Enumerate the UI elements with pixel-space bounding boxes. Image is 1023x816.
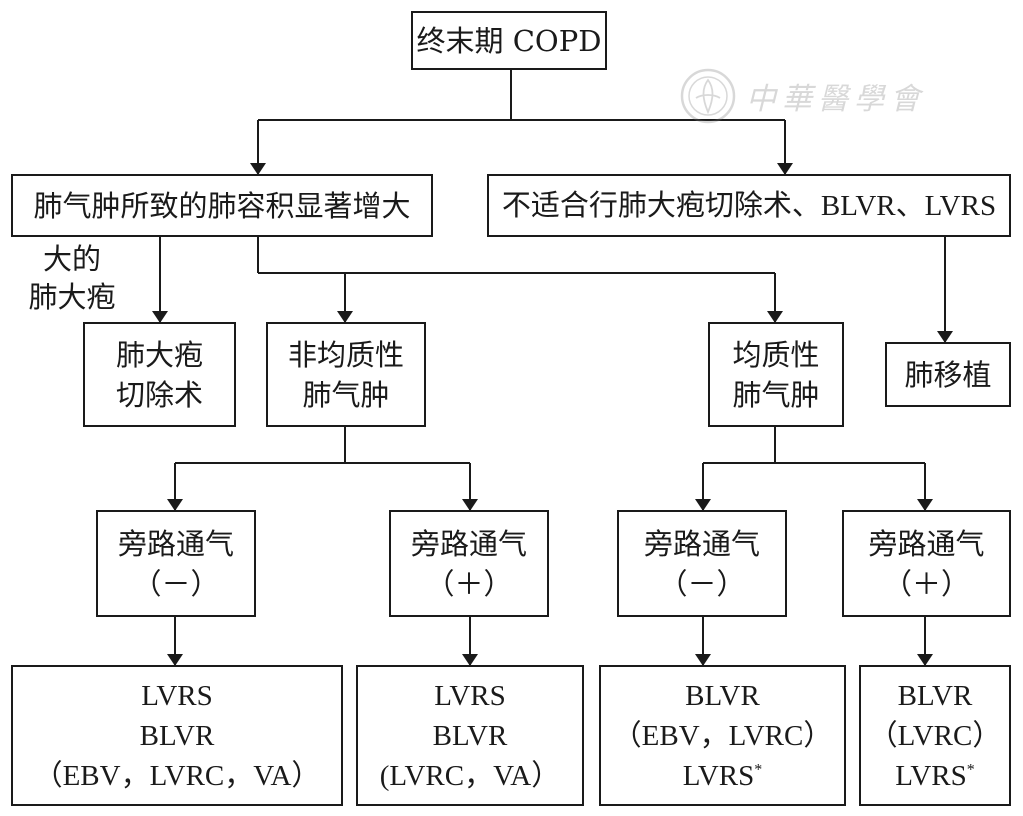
node-treat-4-line-2: （LVRC） [868,719,1002,752]
node-cv-pos-1-line-2: （＋） [425,566,513,601]
watermark-text: 中華醫學會 [746,82,926,117]
node-cv-neg-2-line-2: （－） [658,566,746,601]
edge-label-large-bulla: 大的 肺大疱 [22,240,122,316]
footnote-mark-3: * [754,760,763,778]
node-lung-volume-increase-text: 肺气肿所致的肺容积显著增大 [33,188,411,223]
node-cv-neg-1-line-1: 旁路通气 [117,526,234,561]
node-treatment-4: BLVR （LVRC） LVRS* [859,665,1011,806]
node-treat-3-line-2: （EBV，LVRC） [612,719,833,752]
node-treat-3-line-1: BLVR [685,679,760,712]
node-treat-1-line-2: BLVR [139,719,215,752]
node-collateral-ventilation-neg-2: 旁路通气 （－） [617,510,787,617]
node-treat-3-lvrs: LVRS [682,759,755,792]
node-treat-4-line-3: LVRS* [895,756,974,796]
node-cv-neg-2-line-1: 旁路通气 [643,526,760,561]
watermark: 中華醫學會 [680,68,926,124]
node-homogeneous-line-1: 均质性 [732,337,820,372]
footnote-mark-4: * [966,760,975,778]
node-heterogeneous-emphysema: 非均质性 肺气肿 [266,322,426,427]
node-homogeneous-line-2: 肺气肿 [732,377,820,412]
node-treat-4-line-1: BLVR [897,679,973,712]
node-treat-2-line-3: (LVRC，VA） [379,759,561,792]
node-cv-pos-2-line-1: 旁路通气 [868,526,985,561]
node-treatment-2: LVRS BLVR (LVRC，VA） [356,665,584,806]
node-lung-transplant: 肺移植 [885,342,1011,407]
node-lung-transplant-text: 肺移植 [904,357,992,392]
node-end-stage-copd-text: 终末期 COPD [416,23,602,58]
node-collateral-ventilation-pos-1: 旁路通气 （＋） [389,510,549,617]
node-treatment-1: LVRS BLVR （EBV，LVRC，VA） [11,665,343,806]
node-not-suitable-text: 不适合行肺大疱切除术、BLVR、LVRS [501,189,997,222]
node-homogeneous-emphysema: 均质性 肺气肿 [708,322,844,427]
node-treat-1-line-1: LVRS [141,679,213,712]
node-treat-4-lvrs: LVRS [895,759,967,792]
node-bullectomy: 肺大疱 切除术 [83,322,236,427]
node-treat-3-line-3: LVRS* [683,756,762,796]
society-seal-icon [680,68,736,124]
node-cv-pos-1-line-1: 旁路通气 [410,526,527,561]
node-heterogeneous-line-1: 非均质性 [287,337,404,372]
node-cv-pos-2-line-2: （＋） [882,566,970,601]
edge-label-line-2: 肺大疱 [28,280,116,314]
node-bullectomy-line-1: 肺大疱 [115,337,203,372]
node-end-stage-copd: 终末期 COPD [411,11,607,70]
node-treat-2-line-1: LVRS [434,679,506,712]
node-not-suitable: 不适合行肺大疱切除术、BLVR、LVRS [487,174,1011,237]
node-treat-1-line-3: （EBV，LVRC，VA） [33,759,321,792]
edge-label-line-1: 大的 [42,242,101,276]
node-heterogeneous-line-2: 肺气肿 [302,377,390,412]
node-lung-volume-increase: 肺气肿所致的肺容积显著增大 [11,174,433,237]
node-bullectomy-line-2: 切除术 [115,377,203,412]
node-collateral-ventilation-pos-2: 旁路通气 （＋） [842,510,1011,617]
node-treatment-3: BLVR （EBV，LVRC） LVRS* [599,665,846,806]
node-treat-2-line-2: BLVR [432,719,508,752]
node-cv-neg-1-line-2: （－） [132,566,220,601]
node-collateral-ventilation-neg-1: 旁路通气 （－） [96,510,256,617]
